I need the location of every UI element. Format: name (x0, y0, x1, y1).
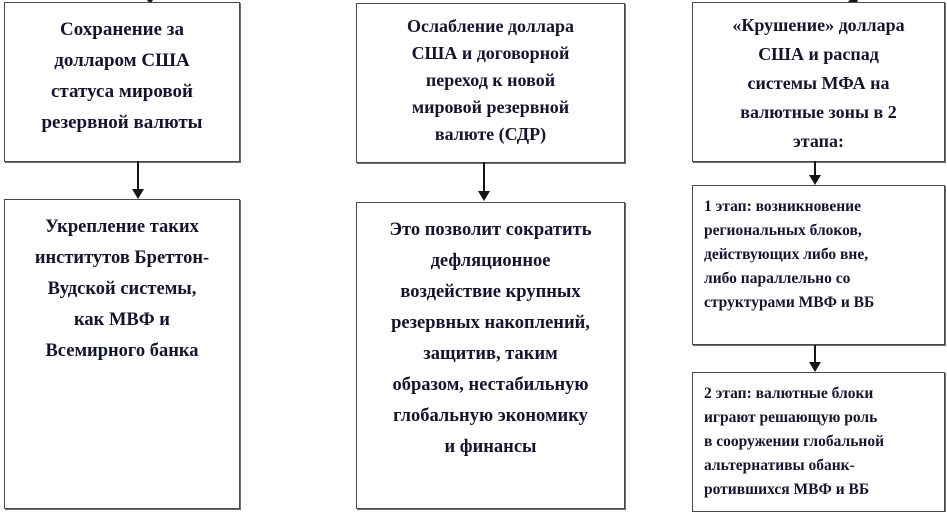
box-column1-row2-text: Укрепление таких институтов Бреттон- Вуд… (17, 212, 227, 367)
arrow-column3-row2-to-row3 (805, 345, 825, 373)
text-line: альтернативы обанк- (704, 457, 855, 474)
text-line: Вудской системы, (47, 279, 197, 299)
text-line: Ослабление доллара (406, 16, 575, 36)
box-column3-row1[interactable]: «Крушение» доллара США и распад системы … (692, 2, 945, 162)
text-line: резервных накоплений, (391, 313, 590, 333)
box-column2-row1[interactable]: Ослабление доллара США и договорной пере… (356, 3, 625, 163)
arrow-column1-row1-to-row2 (128, 161, 148, 200)
text-line: играют решающую роль (704, 409, 878, 426)
box-column3-row1-text: «Крушение» доллара США и распад системы … (703, 11, 934, 156)
text-line: США и договорной (411, 43, 570, 63)
box-column1-row1-text: Сохранение за долларом США статуса миров… (19, 14, 225, 138)
box-column3-row3-text: 2 этап: валютные блоки играют решающую р… (704, 382, 934, 502)
text-line: статуса мировой (51, 81, 193, 102)
text-line: дефляционное (430, 251, 551, 271)
text-line: валютные зоны в 2 (740, 102, 897, 122)
arrow-column2-row1-to-row2 (474, 162, 494, 203)
text-line: действующих либо вне, (704, 246, 869, 263)
text-line: либо параллельно со (704, 270, 851, 287)
text-line: образом, нестабильную (392, 375, 589, 395)
arrow-head-icon (809, 175, 821, 185)
text-line: долларом США (54, 50, 190, 71)
text-line: Всемирного банка (45, 341, 199, 361)
text-line: системы МФА на (747, 73, 890, 93)
box-column2-row1-text: Ослабление доллара США и договорной пере… (369, 13, 612, 148)
text-line: переход к новой (425, 70, 556, 90)
text-line: региональных блоков, (704, 222, 862, 239)
text-line: Сохранение за (60, 19, 184, 40)
text-line: структурами МВФ и ВБ (704, 294, 875, 311)
text-line: защитив, таким (423, 344, 558, 364)
text-line: Укрепление таких (45, 217, 199, 237)
text-line: Это позволит сократить (389, 220, 592, 240)
text-line: этапа: (793, 131, 844, 151)
box-column3-row3[interactable]: 2 этап: валютные блоки играют решающую р… (692, 372, 945, 512)
text-line: институтов Бреттон- (34, 248, 210, 268)
text-line: США и распад (758, 44, 879, 64)
arrow-head-icon (132, 189, 144, 199)
text-line: ротившихся МВФ и ВБ (704, 481, 870, 498)
box-column1-row2[interactable]: Укрепление таких институтов Бреттон- Вуд… (4, 199, 240, 509)
text-line: валюте (СДР) (434, 124, 547, 144)
text-line: 1 этап: возникновение (704, 198, 861, 215)
box-column2-row2[interactable]: Это позволит сократить дефляционное возд… (356, 202, 625, 509)
text-line: резервной валюты (41, 112, 203, 133)
text-line: «Крушение» доллара (732, 15, 905, 35)
text-line: как МВФ и (74, 310, 170, 330)
arrow-shaft (137, 161, 139, 190)
arrow-shaft (814, 161, 816, 176)
arrow-head-icon (809, 362, 821, 372)
text-line: 2 этап: валютные блоки (704, 385, 874, 402)
box-column3-row2[interactable]: 1 этап: возникновение региональных блоко… (692, 185, 945, 345)
arrow-column3-row1-to-row2 (805, 161, 825, 186)
box-column3-row2-text: 1 этап: возникновение региональных блоко… (704, 195, 934, 315)
text-line: воздействие крупных (400, 282, 581, 302)
arrow-shaft (483, 162, 485, 192)
text-line: в сооружении глобальной (704, 433, 885, 450)
text-line: глобальную экономику (393, 406, 588, 426)
arrow-head-icon (478, 191, 490, 201)
box-column1-row1[interactable]: Сохранение за долларом США статуса миров… (4, 2, 240, 162)
text-line: и финансы (444, 437, 537, 457)
box-column2-row2-text: Это позволит сократить дефляционное возд… (367, 215, 614, 463)
arrow-shaft (814, 345, 816, 363)
text-line: мировой резервной (411, 97, 570, 117)
